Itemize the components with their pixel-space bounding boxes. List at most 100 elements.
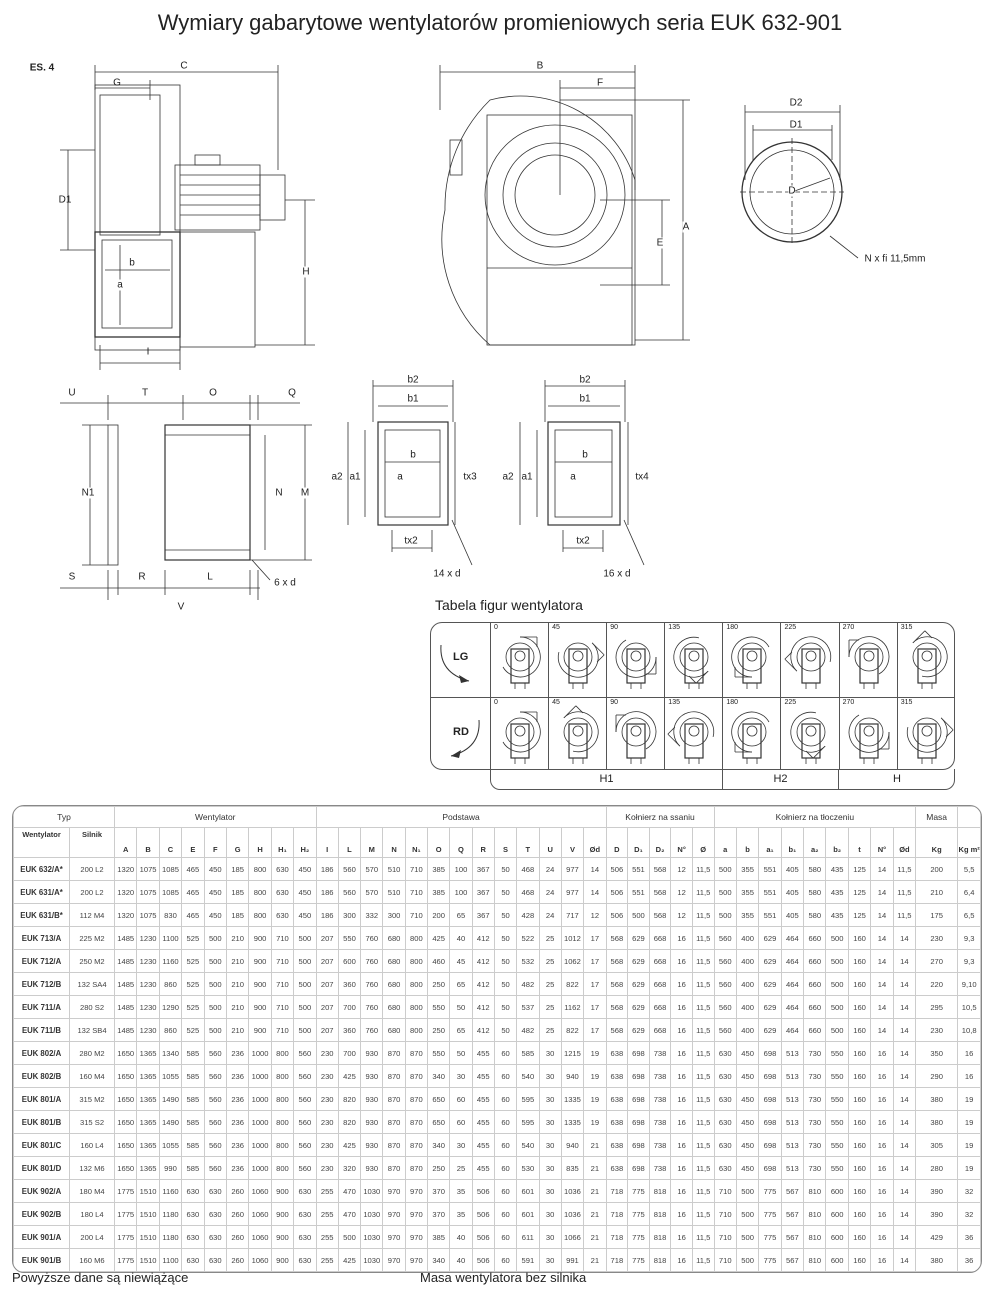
value-cell: 30	[538, 1087, 562, 1111]
value-cell: 230	[915, 926, 959, 950]
value-cell: 698	[627, 1087, 650, 1111]
fan-model-cell: EUK 801/A	[13, 1087, 70, 1111]
value-cell: 11,5	[691, 1110, 715, 1134]
value-cell: 455	[471, 1041, 495, 1065]
value-cell: 1215	[560, 1041, 585, 1065]
value-cell: 24	[538, 857, 562, 881]
value-cell: 300	[337, 903, 362, 927]
value-cell: 30	[449, 1133, 473, 1157]
value-cell: 260	[225, 1179, 250, 1203]
value-cell: 550	[825, 1041, 849, 1065]
value-cell: 560	[713, 995, 737, 1019]
value-cell: 698	[627, 1041, 650, 1065]
value-cell: 1030	[360, 1179, 384, 1203]
value-cell: 16	[870, 1087, 894, 1111]
value-cell: 818	[648, 1225, 672, 1249]
value-cell: 630	[713, 1156, 737, 1180]
column-header: N₁	[404, 827, 429, 858]
value-cell: 21	[583, 1156, 607, 1180]
value-cell: 207	[315, 995, 339, 1019]
value-cell: 629	[627, 949, 650, 973]
column-header: Kg m²	[957, 827, 981, 858]
front-view-drawing	[439, 65, 690, 346]
value-cell: 585	[181, 1041, 205, 1065]
dim-label-a: a	[117, 279, 123, 291]
value-cell: 650	[427, 1087, 451, 1111]
value-cell: 11,5	[892, 857, 917, 881]
value-cell: 500	[293, 949, 317, 973]
value-cell: 1320	[114, 903, 138, 927]
value-cell: 560	[203, 1156, 227, 1180]
value-cell: 710	[404, 857, 429, 881]
value-cell: 460	[427, 949, 451, 973]
value-cell: 412	[471, 972, 495, 996]
value-cell: 14	[892, 949, 917, 973]
value-cell: 207	[315, 972, 339, 996]
fan-orientation-icon	[848, 714, 889, 764]
dim-label-b1: b1	[579, 393, 591, 405]
value-cell: 900	[270, 1202, 295, 1226]
value-cell: 11,5	[691, 1248, 715, 1272]
value-cell: 17	[583, 972, 607, 996]
value-cell: 629	[627, 972, 650, 996]
value-cell: 870	[404, 1041, 429, 1065]
fan-orientation-icon	[667, 711, 715, 764]
value-cell: 513	[780, 1087, 805, 1111]
value-cell: 45	[449, 949, 473, 973]
value-cell: 435	[825, 903, 849, 927]
value-cell: 1066	[560, 1225, 585, 1249]
value-cell: 185	[225, 857, 250, 881]
value-cell: 16	[670, 972, 693, 996]
value-cell: 1012	[560, 926, 585, 950]
value-cell: 40	[449, 926, 473, 950]
value-cell: 19	[583, 1064, 607, 1088]
value-cell: 800	[270, 1110, 295, 1134]
value-cell: 710	[270, 1018, 295, 1042]
figure-groups: H1 H2 H	[490, 769, 955, 790]
value-cell: 760	[360, 949, 384, 973]
value-cell: 11,5	[691, 857, 715, 881]
value-cell: 738	[648, 1041, 672, 1065]
value-cell: 630	[181, 1248, 205, 1272]
value-cell: 680	[382, 995, 406, 1019]
angle-label: 90	[610, 699, 618, 706]
figure-cell: 0	[491, 698, 549, 769]
value-cell: 200	[915, 857, 959, 881]
angle-label: 90	[610, 624, 618, 631]
value-cell: 210	[225, 926, 250, 950]
column-header: D	[605, 827, 629, 858]
value-cell: 530	[516, 1156, 540, 1180]
value-cell: 1000	[248, 1041, 272, 1065]
hole-spec-label: 14 x d	[433, 568, 461, 580]
figure-group-h2: H2	[723, 769, 839, 789]
motor-cell: 250 M2	[68, 949, 116, 973]
value-cell: 630	[293, 1202, 317, 1226]
value-cell: 730	[803, 1110, 827, 1134]
value-cell: 186	[315, 880, 339, 904]
value-cell: 1030	[360, 1202, 384, 1226]
value-cell: 660	[803, 1018, 827, 1042]
value-cell: 567	[780, 1248, 805, 1272]
value-cell: 380	[915, 1087, 959, 1111]
value-cell: 16	[670, 1156, 693, 1180]
value-cell: 16	[670, 1064, 693, 1088]
value-cell: 160	[847, 972, 872, 996]
value-cell: 9,3	[957, 926, 981, 950]
column-header: Ø	[691, 827, 715, 858]
value-cell: 660	[803, 926, 827, 950]
value-cell: 1075	[136, 903, 160, 927]
value-cell: 560	[337, 857, 362, 881]
value-cell: 175	[915, 903, 959, 927]
column-header: b	[735, 827, 760, 858]
value-cell: 550	[427, 1041, 451, 1065]
value-cell: 255	[315, 1179, 339, 1203]
value-cell: 1650	[114, 1156, 138, 1180]
value-cell: 560	[713, 972, 737, 996]
value-cell: 870	[404, 1133, 429, 1157]
value-cell: 11,5	[691, 1179, 715, 1203]
value-cell: 425	[337, 1133, 362, 1157]
column-header: V	[560, 827, 585, 858]
value-cell: 500	[293, 926, 317, 950]
